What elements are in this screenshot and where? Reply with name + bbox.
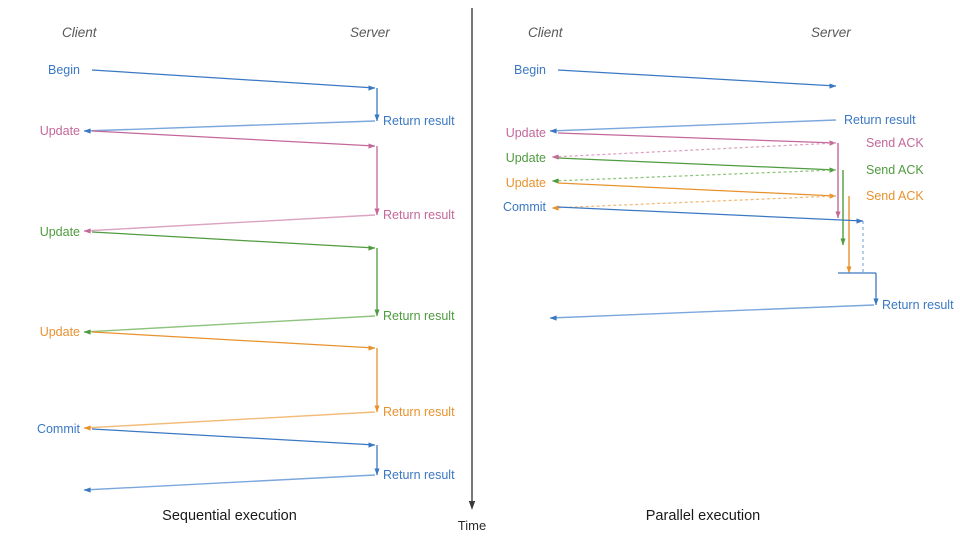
message-label: Return result <box>882 298 954 312</box>
message-label: Return result <box>844 113 916 127</box>
message-request: Begin <box>514 63 837 89</box>
message-request: Update <box>506 151 837 173</box>
message-label: Update <box>40 225 80 239</box>
ack-line <box>551 195 837 211</box>
message-response: Return result <box>83 405 455 431</box>
message-label: Return result <box>383 405 455 419</box>
lane-header-server: Server <box>811 25 851 40</box>
ack-label: Send ACK <box>866 163 924 177</box>
ack-label: Send ACK <box>866 189 924 203</box>
message-line <box>549 119 837 134</box>
message-request: Update <box>506 176 837 199</box>
message-response: Return result <box>83 468 455 493</box>
message-line <box>83 120 376 134</box>
lane-header-server: Server <box>350 25 390 40</box>
message-label: Return result <box>383 114 455 128</box>
message-line <box>557 157 837 173</box>
message-line <box>549 304 875 321</box>
message-line <box>557 69 837 89</box>
message-line <box>83 474 376 493</box>
message-request: Update <box>40 124 376 149</box>
message-line <box>83 411 376 431</box>
lane-header-client: Client <box>528 25 564 40</box>
message-ack: Send ACK <box>551 163 924 184</box>
message-response: Return result <box>549 113 916 134</box>
message-label: Update <box>506 176 546 190</box>
lane-header-client: Client <box>62 25 98 40</box>
message-line <box>557 132 837 146</box>
message-response: Return result <box>83 309 455 335</box>
message-line <box>557 206 864 224</box>
time-axis-layer: Time <box>458 8 486 533</box>
message-label: Update <box>40 124 80 138</box>
message-line <box>557 182 837 199</box>
message-request: Update <box>506 126 837 146</box>
time-axis-label: Time <box>458 518 486 533</box>
message-label: Update <box>40 325 80 339</box>
message-label: Return result <box>383 309 455 323</box>
panel-caption: Parallel execution <box>646 508 760 524</box>
message-request: Update <box>40 325 376 351</box>
message-label: Update <box>506 151 546 165</box>
ack-line <box>551 169 837 184</box>
message-line <box>91 130 376 149</box>
message-label: Begin <box>514 63 546 77</box>
message-request: Commit <box>37 422 376 448</box>
ack-label: Send ACK <box>866 136 924 150</box>
message-request: Update <box>40 225 376 251</box>
message-label: Begin <box>48 63 80 77</box>
message-line <box>91 231 376 251</box>
message-line <box>91 69 376 91</box>
message-line <box>91 331 376 351</box>
message-ack: Send ACK <box>551 136 924 160</box>
message-request: Commit <box>503 200 864 224</box>
message-response: Return result <box>83 208 455 234</box>
message-response: Return result <box>549 298 954 321</box>
time-axis-arrowhead <box>468 501 476 510</box>
message-line <box>91 428 376 448</box>
message-ack: Send ACK <box>551 189 924 211</box>
message-label: Commit <box>503 200 547 214</box>
message-response: Return result <box>83 114 455 134</box>
message-request: Begin <box>48 63 376 91</box>
message-line <box>83 315 376 335</box>
ack-line <box>551 142 837 160</box>
message-label: Return result <box>383 208 455 222</box>
message-label: Update <box>506 126 546 140</box>
message-label: Return result <box>383 468 455 482</box>
panel-caption: Sequential execution <box>162 508 297 524</box>
message-line <box>83 214 376 234</box>
message-label: Commit <box>37 422 81 436</box>
